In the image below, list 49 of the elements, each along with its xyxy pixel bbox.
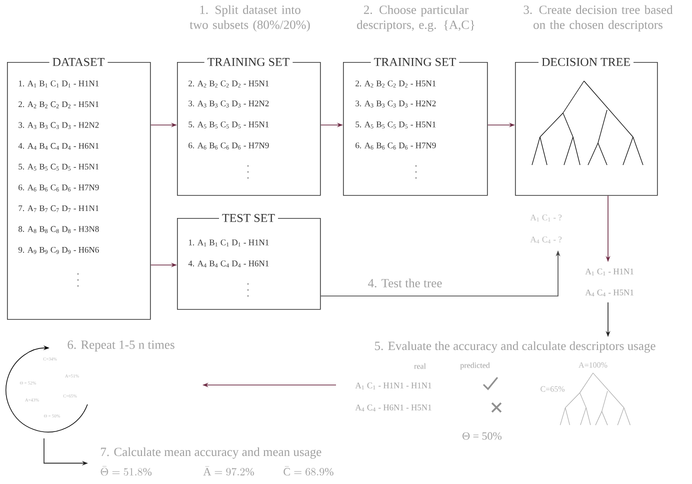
data-row: 2. A$_{2}$ B$_{2}$ C$_{2}$ D$_{2}$ - H5N1: [18, 101, 99, 108]
mean-value: $\bar{\Theta} = 51.8\%$: [100, 466, 152, 476]
step-caption: 5. Evaluate the accuracy and calculate descriptors usage: [375, 341, 656, 353]
step-caption: 7. Calculate mean accuracy and mean usage: [101, 447, 322, 459]
data-row: 1. A$_{1}$ B$_{1}$ C$_{1}$ D$_{1}$ - H1N1: [188, 240, 269, 246]
test-set-box: [177, 212, 321, 310]
query-row: A$_{4}$ C$_{4}$ - ?: [530, 236, 562, 244]
tree-label: C=65%: [540, 386, 565, 392]
data-row: 6. A$_{6}$ B$_{6}$ C$_{6}$ D$_{6}$ - H7N9: [188, 142, 269, 150]
box-title: TRAINING SET: [370, 56, 460, 68]
data-row: 7. A$_{7}$ B$_{7}$ C$_{7}$ D$_{7}$ - H1N1: [18, 205, 99, 212]
column-header: predicted: [460, 362, 490, 370]
prediction-row: A$_{4}$ C$_{4}$ - H5N1: [585, 290, 634, 296]
edge-label: 4. Test the tree: [366, 278, 444, 288]
accuracy-value: Θ = 50%: [462, 432, 502, 440]
step-caption: 3. Create decision tree based on the chosen descriptors: [524, 5, 673, 32]
data-row: 1. A$_{1}$ B$_{1}$ C$_{1}$ D$_{1}$ - H1N1: [18, 80, 99, 88]
box-title: DECISION TREE: [538, 56, 634, 68]
data-row: 6. A$_{6}$ B$_{6}$ C$_{6}$ D$_{6}$ - H7N9: [356, 142, 436, 150]
data-row: 3. A$_{3}$ B$_{3}$ C$_{3}$ D$_{3}$ - H2N2: [356, 100, 436, 108]
data-row: 5. A$_{5}$ B$_{5}$ C$_{5}$ D$_{5}$ - H5N1: [188, 122, 269, 128]
data-row: 3. A$_{3}$ B$_{3}$ C$_{3}$ D$_{3}$ - H2N2: [18, 122, 99, 130]
data-row: 2. A$_{2}$ B$_{2}$ C$_{2}$ D$_{2}$ - H5N1: [356, 80, 436, 88]
result-row: A$_{4}$ C$_{4}$ - H6N1 - H5N1: [355, 404, 432, 412]
box-title: DATASET: [49, 56, 108, 68]
data-row: 9. A$_{9}$ B$_{9}$ C$_{9}$ D$_{9}$ - H6N6: [18, 246, 99, 254]
data-row: 4. A$_{4}$ B$_{4}$ C$_{4}$ D$_{4}$ - H6N1: [18, 143, 99, 150]
data-row: 5. A$_{5}$ B$_{5}$ C$_{5}$ D$_{5}$ - H5N1: [18, 164, 99, 171]
box-title: TEST SET: [219, 212, 278, 224]
prediction-row: A$_{1}$ C$_{1}$ - H1N1: [585, 268, 634, 276]
column-header: real: [414, 363, 426, 369]
data-row: 6. A$_{6}$ B$_{6}$ C$_{6}$ D$_{6}$ - H7N9: [18, 184, 99, 192]
data-row: 3. A$_{3}$ B$_{3}$ C$_{3}$ D$_{3}$ - H2N2: [188, 100, 269, 108]
result-row: A$_{1}$ C$_{1}$ - H1N1 - H1N1: [355, 382, 432, 390]
step-caption: 6. Repeat 1-5 n times: [68, 340, 174, 352]
data-row: 8. A$_{8}$ B$_{8}$ C$_{8}$ D$_{8}$ - H3N8: [18, 226, 99, 234]
training-set-box: [177, 56, 321, 196]
step-caption: 1. Split dataset into two subsets (80%/20%): [190, 5, 310, 32]
data-row: 2. A$_{2}$ B$_{2}$ C$_{2}$ D$_{2}$ - H5N1: [188, 80, 269, 88]
decision-tree-box: [515, 56, 658, 196]
data-row: 4. A$_{4}$ B$_{4}$ C$_{4}$ D$_{4}$ - H6N1: [188, 260, 269, 268]
dataset-box: [7, 56, 151, 320]
step-caption: 2. Choose particular descriptors, e.g. {A,C}: [357, 5, 474, 32]
mean-value: $\bar{\mathrm{C}} = 68.9\%$: [284, 466, 334, 476]
data-row: 5. A$_{5}$ B$_{5}$ C$_{5}$ D$_{5}$ - H5N1: [356, 122, 436, 128]
training-set-box: [343, 56, 488, 196]
mean-value: $\bar{\mathrm{A}} = 97.2\%$: [203, 466, 254, 476]
tree-label: A=100%: [578, 362, 608, 368]
box-title: TRAINING SET: [204, 56, 293, 68]
